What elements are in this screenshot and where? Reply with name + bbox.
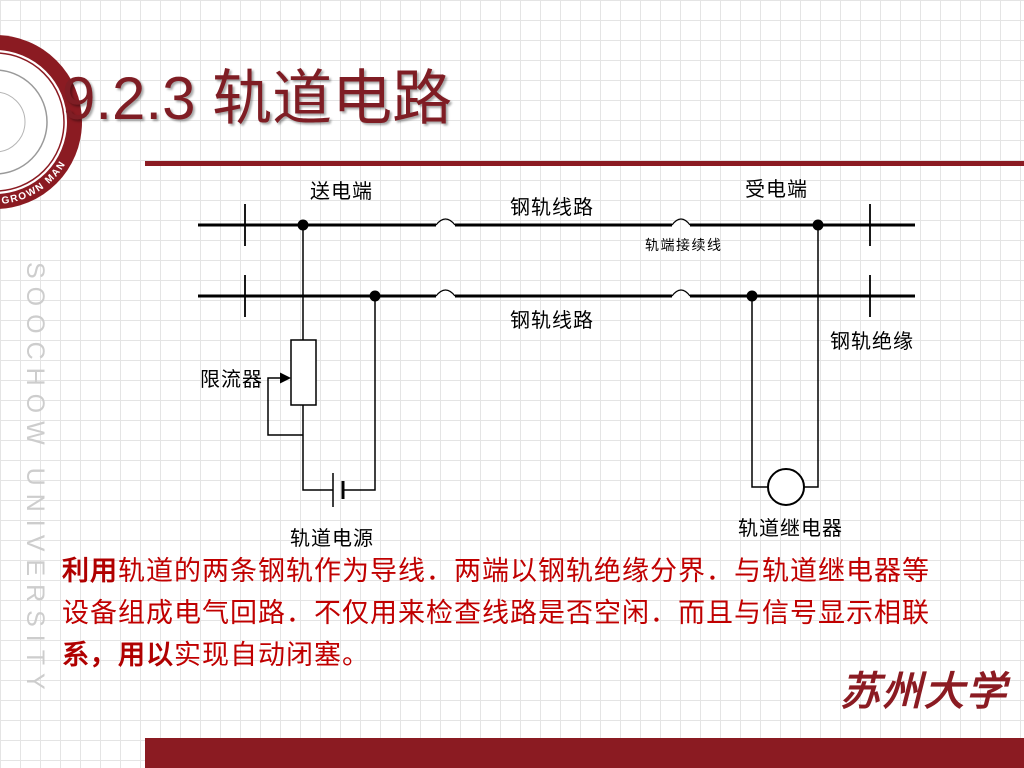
body-paragraph: 利用轨道的两条钢轨作为导线．两端以钢轨绝缘分界．与轨道继电器等 设备组成电气回路… xyxy=(62,551,930,677)
junction-dot xyxy=(297,219,309,231)
body-emphasis: 系，用以 xyxy=(62,640,174,671)
body-text-run: 设备组成电气回路．不仅用来检查线路是否空闲．而且与信号显示相联 xyxy=(62,598,930,629)
university-seal-icon: GROWN MAN xyxy=(0,35,82,209)
junction-dot xyxy=(369,290,381,302)
sending-end-circuit xyxy=(267,225,376,507)
label-rail-line-top: 钢轨线路 xyxy=(510,195,594,219)
limiter-adjust-wire xyxy=(267,377,303,436)
label-rail-line-bottom: 钢轨线路 xyxy=(510,308,594,332)
body-line-1: 利用轨道的两条钢轨作为导线．两端以钢轨绝缘分界．与轨道继电器等 xyxy=(62,551,930,593)
top-rail-connectors xyxy=(435,218,691,226)
label-rail-connector: 轨端接续线 xyxy=(645,237,723,254)
body-line-2: 设备组成电气回路．不仅用来检查线路是否空闲．而且与信号显示相联 xyxy=(62,593,930,635)
body-line-3: 系，用以实现自动闭塞。 xyxy=(62,635,930,677)
side-university-text: SOOCHOW UNIVERSITY xyxy=(21,262,49,698)
footer-bar xyxy=(145,738,1024,768)
receiving-wire-right xyxy=(804,225,819,488)
label-track-power: 轨道电源 xyxy=(290,526,374,550)
track-relay-coil xyxy=(767,468,805,506)
slide-title: 9.2.3 轨道电路 xyxy=(62,65,453,132)
seal-inner-field xyxy=(0,50,67,194)
receiving-wire-left xyxy=(751,296,768,488)
sending-wire-return xyxy=(344,296,376,491)
label-current-limiter: 限流器 xyxy=(200,367,263,391)
receiving-end-circuit xyxy=(751,225,819,506)
bottom-rail-connectors xyxy=(435,289,691,297)
label-track-relay: 轨道继电器 xyxy=(738,516,843,540)
title-rule xyxy=(145,161,1024,166)
label-rail-insulation: 钢轨绝缘 xyxy=(830,329,914,353)
label-sending-end: 送电端 xyxy=(310,179,373,203)
junction-dots xyxy=(297,219,824,302)
junction-dot xyxy=(746,290,758,302)
current-limiter-resistor xyxy=(290,339,317,406)
junction-dot xyxy=(812,219,824,231)
rail-connector-jumper xyxy=(435,218,456,226)
seal-center-ring-inner xyxy=(0,91,26,153)
rail-connector-jumper xyxy=(671,218,691,226)
rail-insulation-marks xyxy=(244,204,871,317)
sending-wire-lower xyxy=(302,405,333,491)
limiter-arrow-icon xyxy=(280,372,291,384)
rail-connector-jumper xyxy=(671,289,691,297)
seal-inner-line xyxy=(0,52,65,192)
body-emphasis: 利用 xyxy=(62,556,118,587)
label-receiving-end: 受电端 xyxy=(745,177,808,201)
seal-center-ring xyxy=(0,69,48,175)
rail-connector-jumper xyxy=(435,289,456,297)
body-text-run: 实现自动闭塞。 xyxy=(174,640,370,671)
university-calligraphy-logo: 苏州大学 xyxy=(840,668,1008,715)
body-text-run: 轨道的两条钢轨作为导线．两端以钢轨绝缘分界．与轨道继电器等 xyxy=(118,556,930,587)
